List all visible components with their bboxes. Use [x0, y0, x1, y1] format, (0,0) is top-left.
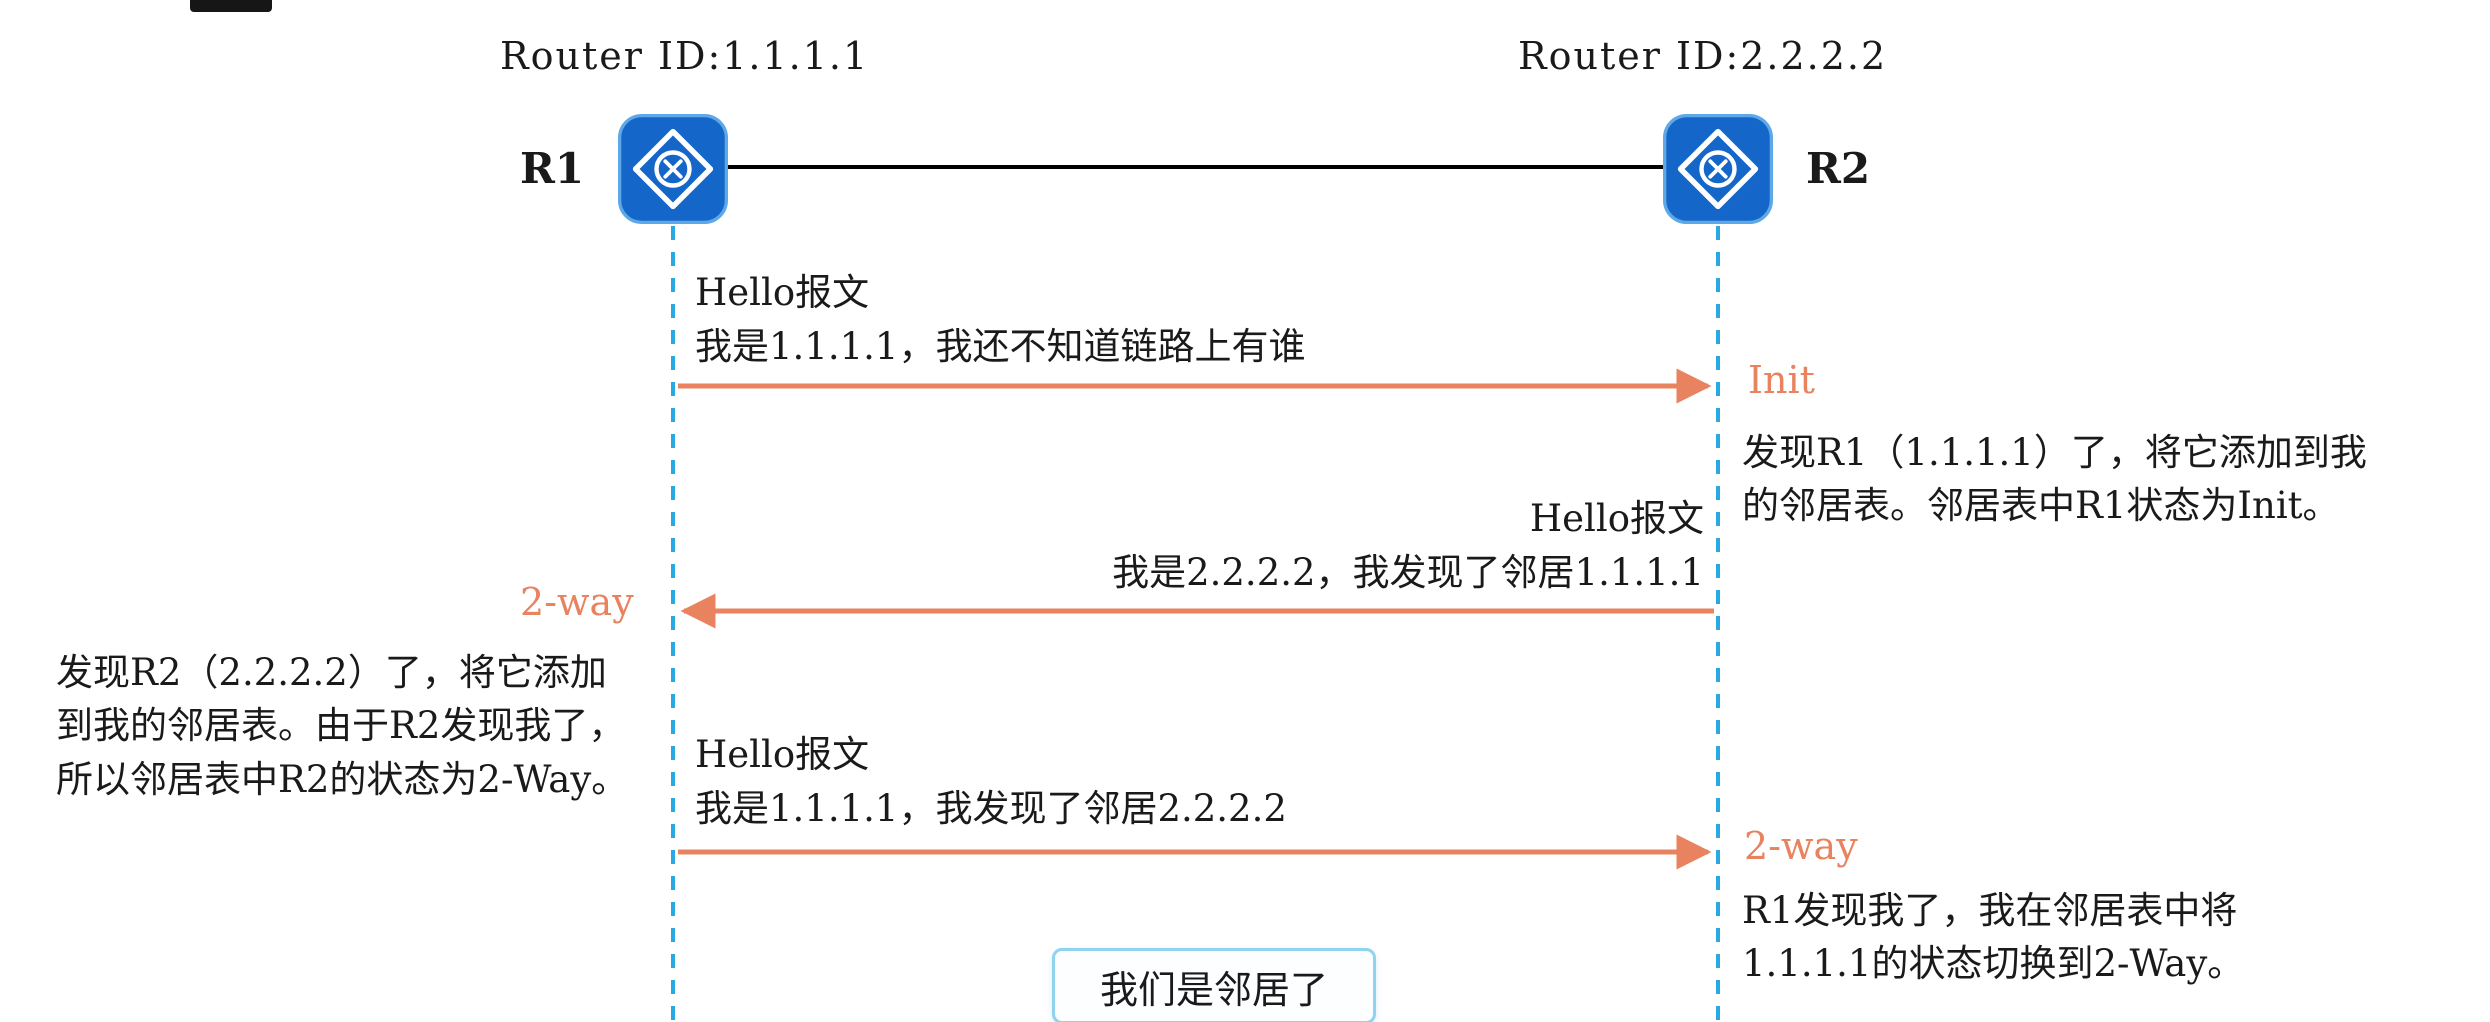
router-name-r1: R1: [520, 144, 585, 193]
hello-message-2: Hello报文 我是2.2.2.2，我发现了邻居1.1.1.1: [1112, 492, 1704, 599]
hello-message-3: Hello报文 我是1.1.1.1，我发现了邻居2.2.2.2: [695, 728, 1287, 835]
state-label-2way-r1: 2-way: [520, 580, 634, 624]
note-line: 发现R1（1.1.1.1）了，将它添加到我: [1742, 431, 2367, 474]
hello-message-1: Hello报文 我是1.1.1.1，我还不知道链路上有谁: [695, 266, 1305, 373]
state-label-2way-r2: 2-way: [1744, 824, 1858, 868]
hello-message-3-body: 我是1.1.1.1，我发现了邻居2.2.2.2: [695, 786, 1287, 830]
hello-message-2-body: 我是2.2.2.2，我发现了邻居1.1.1.1: [1112, 550, 1704, 594]
router-id-label-r1: Router ID:1.1.1.1: [500, 34, 870, 78]
note-r2-after-msg3: R1发现我了，我在邻居表中将 1.1.1.1的状态切换到2-Way。: [1742, 884, 2244, 991]
conclusion-text: 我们是邻居了: [1099, 967, 1328, 1012]
note-line: 的邻居表。邻居表中R1状态为Init。: [1742, 484, 2340, 528]
note-r2-after-msg1: 发现R1（1.1.1.1）了，将它添加到我 的邻居表。邻居表中R1状态为Init…: [1742, 426, 2367, 533]
note-line: 到我的邻居表。由于R2发现我了，: [56, 704, 626, 748]
router-id-label-r2: Router ID:2.2.2.2: [1518, 34, 1888, 78]
note-line: 1.1.1.1的状态切换到2-Way。: [1742, 942, 2245, 986]
router-icon-r2: [1663, 114, 1773, 224]
hello-message-2-title: Hello报文: [1529, 497, 1704, 540]
note-line: 发现R2（2.2.2.2）了，将它添加: [56, 651, 607, 694]
lifeline-r2: [1716, 226, 1720, 1022]
router-name-r2: R2: [1806, 144, 1871, 193]
state-label-init-r2: Init: [1748, 358, 1815, 402]
note-r1-after-msg2: 发现R2（2.2.2.2）了，将它添加 到我的邻居表。由于R2发现我了， 所以邻…: [56, 646, 628, 806]
note-line: 所以邻居表中R2的状态为2-Way。: [56, 757, 629, 801]
note-line: R1发现我了，我在邻居表中将: [1742, 889, 2238, 932]
hello-message-1-title: Hello报文: [695, 271, 870, 314]
hello-message-3-title: Hello报文: [695, 733, 870, 776]
router-icon-r1: [618, 114, 728, 224]
conclusion-box: 我们是邻居了: [1052, 948, 1376, 1022]
router-link-line: [726, 165, 1665, 169]
hello-message-1-body: 我是1.1.1.1，我还不知道链路上有谁: [695, 324, 1306, 368]
cropped-text-fragment: [190, 0, 272, 12]
lifeline-r1: [671, 226, 675, 1022]
